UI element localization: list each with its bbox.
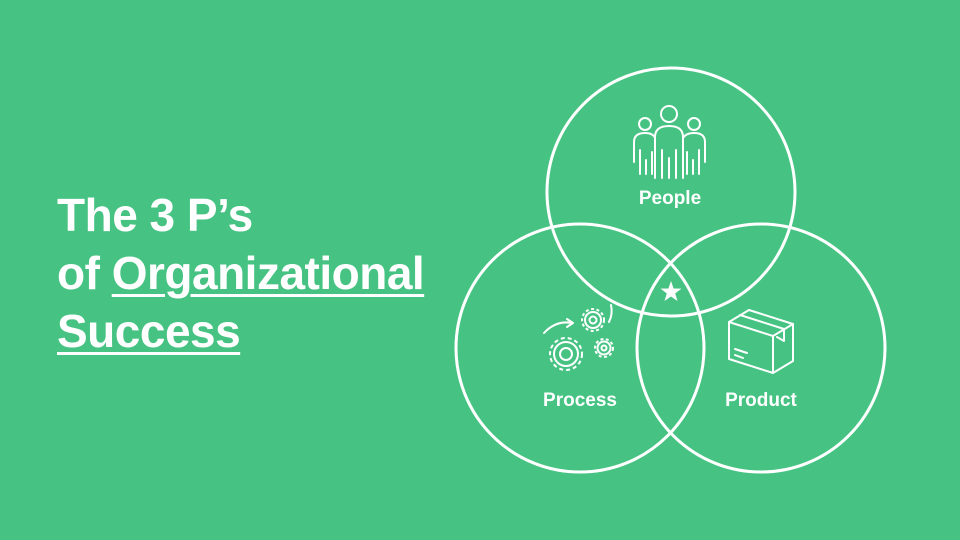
gears-icon: [543, 304, 614, 371]
venn-label-people: People: [639, 188, 701, 209]
title-line-2: of Organizational: [57, 244, 457, 302]
title-line-3: Success: [57, 302, 457, 360]
venn-label-process: Process: [543, 390, 617, 411]
venn-circle-process: [454, 222, 706, 474]
people-group-icon: [633, 105, 706, 179]
title-line-2-underlined: Organizational: [111, 247, 425, 299]
slide-title: The 3 P’s of Organizational Success: [57, 186, 457, 360]
title-line-3-underlined: Success: [57, 305, 241, 357]
venn-circle-product: [635, 222, 887, 474]
venn-circle-people: [545, 66, 797, 318]
title-line-2-prefix: of: [57, 247, 112, 299]
star-icon: [660, 281, 682, 301]
title-line-1: The 3 P’s: [57, 189, 253, 241]
box-icon: [728, 309, 794, 374]
venn-label-product: Product: [725, 390, 797, 411]
